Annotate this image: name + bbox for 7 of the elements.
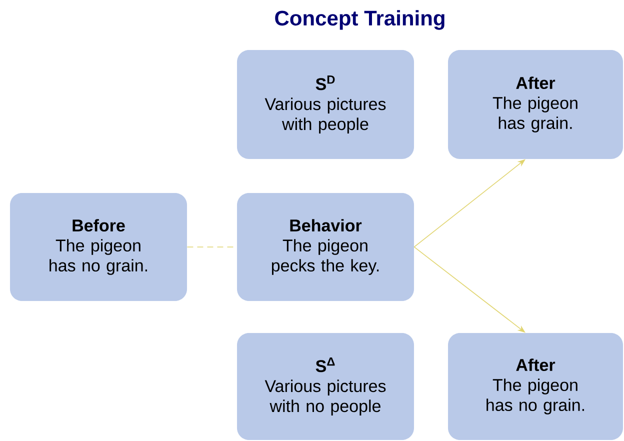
box: After The pigeon has no grain. xyxy=(448,333,623,440)
box: Before The pigeon has no grain. xyxy=(10,193,187,301)
box: After The pigeon has grain. xyxy=(448,50,623,159)
box: Behavior The pigeon pecks the key. xyxy=(237,193,414,301)
box: S$^{Δ}$ Various pictures with no people xyxy=(237,333,414,440)
title: Concept Training xyxy=(275,10,444,30)
box: S$^{D}$ Various pictures with people xyxy=(237,50,414,159)
